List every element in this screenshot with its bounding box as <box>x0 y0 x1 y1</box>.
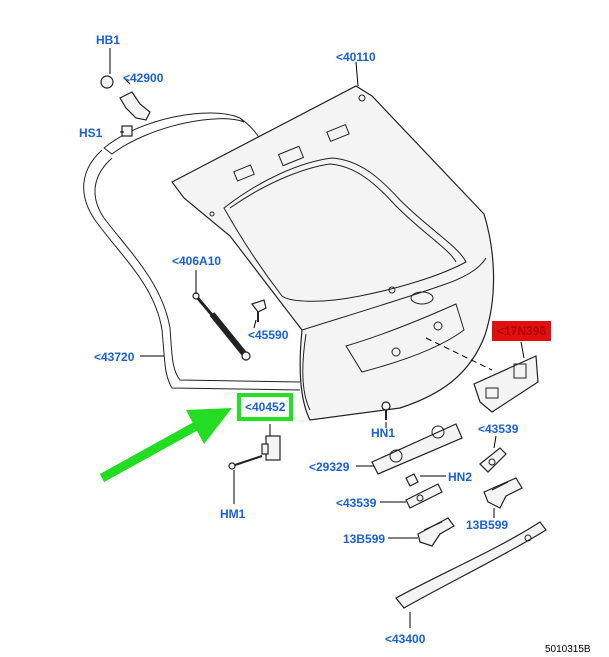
hinge-part[interactable] <box>100 75 151 137</box>
fastener-hn1[interactable] <box>381 401 391 420</box>
label-hn2[interactable]: HN2 <box>448 470 473 484</box>
label-13b599-left[interactable]: 13B599 <box>343 532 386 546</box>
bracket-left[interactable] <box>417 517 455 547</box>
label-hs1[interactable]: HS1 <box>79 126 103 140</box>
bracket-right[interactable] <box>483 477 523 509</box>
green-arrow-icon <box>99 408 232 482</box>
label-29329[interactable]: <29329 <box>309 460 350 474</box>
label-40110[interactable]: <40110 <box>336 50 376 64</box>
label-406a10[interactable]: <406A10 <box>172 254 222 268</box>
lamp-lower[interactable] <box>405 483 443 509</box>
latch-part[interactable] <box>228 435 281 470</box>
label-43539-upper[interactable]: <43539 <box>478 422 519 436</box>
lamp-upper[interactable] <box>479 447 507 473</box>
label-43400[interactable]: <43400 <box>385 632 426 646</box>
label-42900[interactable]: <42900 <box>123 71 164 85</box>
label-17n396-flagged[interactable]: <17N396 <box>492 321 552 341</box>
bump-stop[interactable] <box>251 299 267 322</box>
label-13b599-right[interactable]: 13B599 <box>466 518 509 532</box>
moulding-strip[interactable] <box>395 521 547 609</box>
label-45590[interactable]: <45590 <box>248 328 289 342</box>
label-hm1[interactable]: HM1 <box>220 507 246 521</box>
diagram-reference-code: 5010315B <box>545 644 591 655</box>
label-40452-highlighted[interactable]: <40452 <box>237 393 294 421</box>
leader-lines <box>109 48 525 628</box>
license-bracket[interactable] <box>473 355 539 413</box>
gas-strut[interactable] <box>192 292 251 361</box>
label-hn1[interactable]: HN1 <box>371 426 396 440</box>
fastener-hn2[interactable] <box>405 473 419 487</box>
liftgate-panel[interactable] <box>171 85 495 421</box>
applique-panel[interactable] <box>371 423 463 475</box>
label-43539-lower[interactable]: <43539 <box>336 496 377 510</box>
label-43720[interactable]: <43720 <box>94 350 135 364</box>
label-hb1[interactable]: HB1 <box>96 33 121 47</box>
weatherstrip-seal[interactable] <box>83 112 301 391</box>
